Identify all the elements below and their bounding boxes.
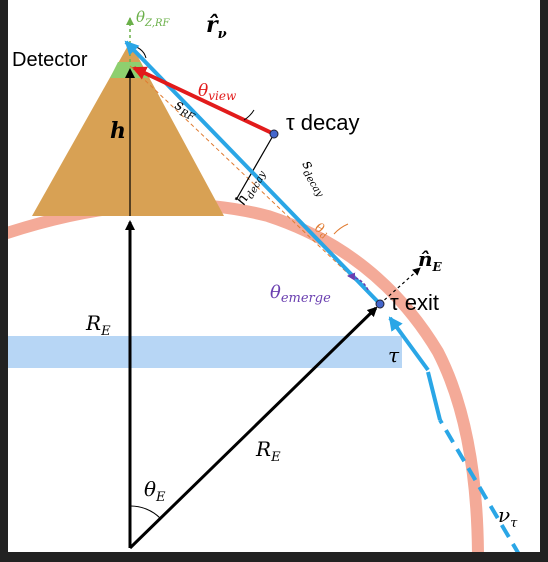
theta-emerge-label: θemerge xyxy=(270,282,331,306)
r-e-center-label: RE xyxy=(255,437,281,465)
tau-decay-point xyxy=(269,129,279,139)
diagram-canvas: Detector θZ,RF r̂ν θview sRF h τ decay h… xyxy=(8,0,540,552)
mountain xyxy=(32,42,224,216)
n-e-label: n̂E xyxy=(418,247,443,274)
diagram-svg: Detector θZ,RF r̂ν θview sRF h τ decay h… xyxy=(8,8,520,552)
normal-vector xyxy=(379,267,421,305)
tau-label: τ xyxy=(388,343,400,367)
theta-e-arc xyxy=(129,505,161,519)
theta-emerge-arc xyxy=(347,272,369,291)
theta-e-label: θE xyxy=(144,477,166,505)
tau-exit-label: τ exit xyxy=(390,290,439,315)
neutrino-inner-segment xyxy=(426,371,442,421)
neutrino-incoming-dashed xyxy=(438,418,520,552)
r-e-left-label: RE xyxy=(85,311,111,339)
tau-decay-label: τ decay xyxy=(286,110,360,135)
earth-shell-arc xyxy=(8,198,484,552)
h-decay-line xyxy=(235,133,275,201)
s-decay-label: sdecay xyxy=(296,157,334,200)
theta-zrf-label: θZ,RF xyxy=(136,8,171,29)
orange-dashed-line xyxy=(129,65,381,305)
h-label: h xyxy=(110,118,126,144)
theta-view-arc xyxy=(243,109,255,121)
theta-d-arc xyxy=(333,223,349,235)
detector-label: Detector xyxy=(12,49,88,71)
neutrino-lower-track xyxy=(388,316,430,372)
theta-view-label: θview xyxy=(198,81,237,103)
tau-exit-point xyxy=(375,299,385,309)
nu-tau-label: ντ xyxy=(498,503,518,531)
r-nu-label: r̂ν xyxy=(206,12,227,42)
view-arrow xyxy=(132,66,275,136)
diagonal-re-arrow xyxy=(128,306,378,550)
horizontal-band xyxy=(8,336,402,368)
